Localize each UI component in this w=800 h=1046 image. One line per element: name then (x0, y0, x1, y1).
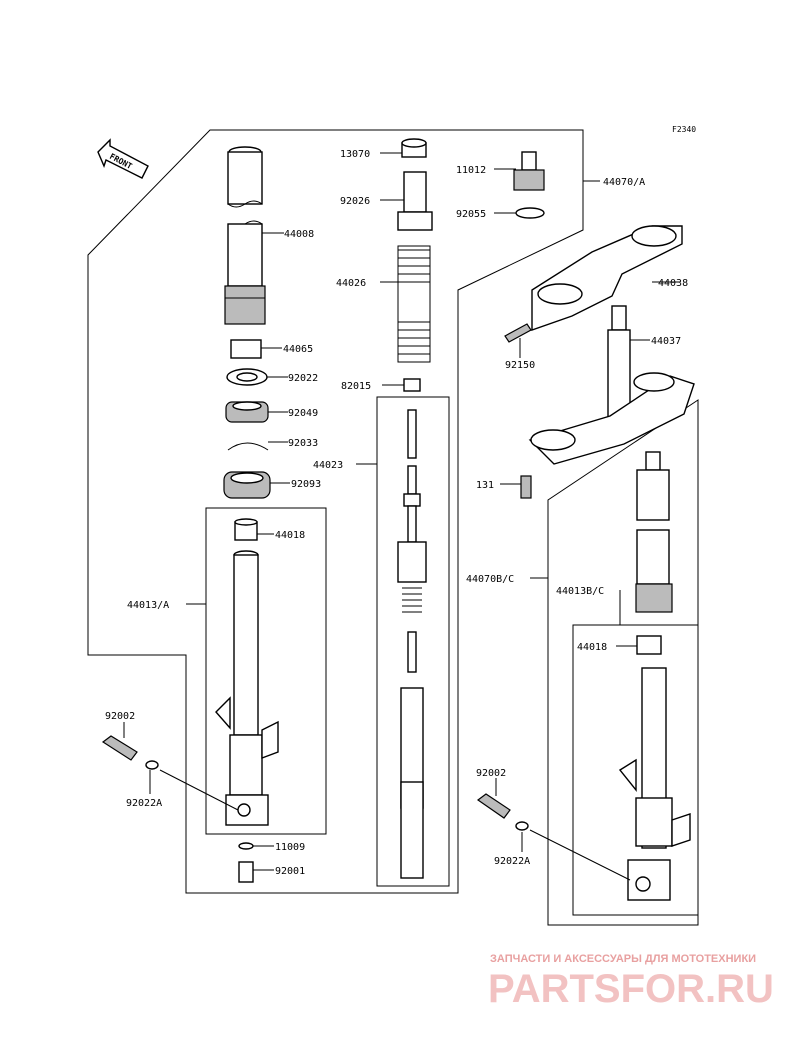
label-92022a-right: 92022A (494, 856, 530, 867)
part-82015-nut (403, 378, 421, 392)
label-44070bc: 44070B/C (466, 574, 514, 585)
part-44038-upper-bracket (531, 225, 683, 331)
part-92026-spacer (397, 171, 433, 231)
label-13070: 13070 (340, 149, 370, 160)
label-44038: 44038 (658, 278, 688, 289)
label-92033: 92033 (288, 438, 318, 449)
label-92150: 92150 (505, 360, 535, 371)
label-92055: 92055 (456, 209, 486, 220)
label-92026: 92026 (340, 196, 370, 207)
label-92093: 92093 (291, 479, 321, 490)
label-11012: 11012 (456, 165, 486, 176)
watermark-brand: PARTSFOR.RU (488, 967, 774, 1011)
part-92022-washer (226, 368, 268, 386)
part-13070-collar (401, 138, 427, 158)
part-44026-spring (397, 245, 431, 363)
part-labels: 13070 11012 44070/A 92026 92055 44008 44… (105, 149, 688, 877)
watermark: ЗАПЧАСТИ И АКСЕССУАРЫ ДЛЯ МОТОТЕХНИКИ PA… (488, 953, 774, 1011)
part-92022a-washer-left (145, 760, 159, 770)
part-44013a-fork-leg (215, 550, 279, 826)
part-92022a-washer-right (515, 821, 529, 831)
part-92150-bolt (504, 323, 532, 343)
part-92002-bolt-right (476, 793, 511, 819)
label-92002-right: 92002 (476, 768, 506, 779)
label-92022: 92022 (288, 373, 318, 384)
label-131: 131 (476, 480, 494, 491)
part-44013bc-fork-leg (618, 667, 691, 901)
label-92002-left: 92002 (105, 711, 135, 722)
part-92001-bolt (238, 861, 254, 883)
label-44008: 44008 (284, 229, 314, 240)
label-44026: 44026 (336, 278, 366, 289)
label-44018-left: 44018 (275, 530, 305, 541)
label-11009: 11009 (275, 842, 305, 853)
part-44018-bushing-left (234, 518, 258, 541)
lower-bracket (528, 372, 695, 465)
part-11009-gasket (238, 842, 254, 850)
part-44018-bushing-right (636, 635, 662, 655)
part-92033-circlip (227, 442, 269, 451)
label-44013a: 44013/A (127, 600, 169, 611)
label-92049: 92049 (288, 408, 318, 419)
label-92001: 92001 (275, 866, 305, 877)
part-131-bolt (520, 475, 532, 499)
part-92055-o-ring (515, 207, 545, 219)
assembly-outline-right (547, 399, 699, 926)
label-44070a: 44070/A (603, 177, 645, 188)
label-44018-right: 44018 (577, 642, 607, 653)
part-11012-valve (513, 151, 545, 191)
part-44013bc-outer-tube (635, 451, 673, 613)
label-92022a-left: 92022A (126, 798, 162, 809)
label-44065: 44065 (283, 344, 313, 355)
label-44013bc: 44013B/C (556, 586, 604, 597)
part-44008-outer-tube (224, 146, 266, 325)
label-82015: 82015 (341, 381, 371, 392)
part-92002-bolt-left (101, 735, 138, 761)
subassembly-box-44023 (376, 396, 450, 887)
part-44065-bushing (230, 339, 262, 359)
figure-code: F2340 (672, 125, 696, 134)
label-44023: 44023 (313, 460, 343, 471)
part-44023-damper-assembly (397, 409, 427, 879)
watermark-subtitle: ЗАПЧАСТИ И АКСЕССУАРЫ ДЛЯ МОТОТЕХНИКИ (490, 953, 756, 965)
assembly-outline-left (87, 129, 584, 894)
label-44037: 44037 (651, 336, 681, 347)
front-arrow-icon: FRONT (97, 138, 149, 179)
leader-lines (123, 152, 680, 871)
subassembly-box-44013bc (572, 624, 699, 916)
part-92093-dust-seal (223, 471, 271, 499)
part-92049-oil-seal (225, 401, 269, 423)
subassembly-box-44013a (205, 507, 327, 835)
